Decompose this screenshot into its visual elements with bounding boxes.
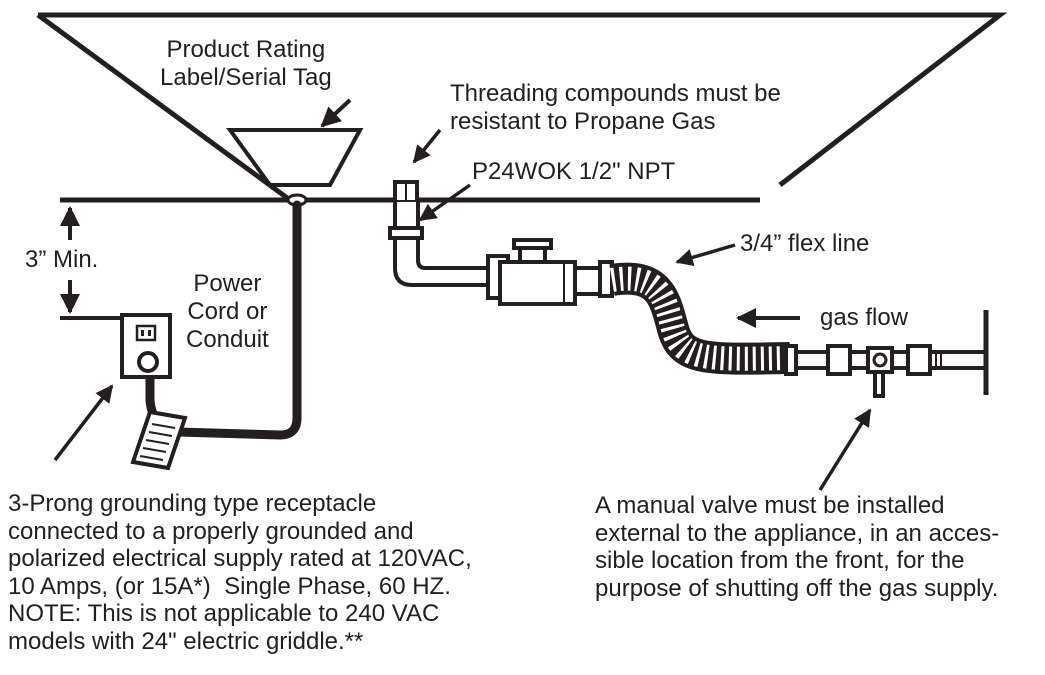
clearance-dimension (60, 206, 125, 320)
product-rating-tag (226, 128, 364, 187)
manual-valve-note: A manual valve must be installed externa… (595, 492, 1000, 602)
tag-pointer-arrow (320, 98, 352, 128)
receptacle-box (120, 313, 172, 379)
manual-valve-pointer-arrow (818, 408, 872, 491)
power-plug (130, 409, 188, 471)
product-rating-label: Product Rating Label/Serial Tag (160, 36, 332, 91)
fitting-label: P24WOK 1/2" NPT (472, 158, 676, 185)
gas-supply-line (784, 310, 989, 398)
flex-line-pointer-arrow (675, 243, 736, 266)
receptacle-note: 3-Prong grounding type receptacle connec… (8, 490, 472, 655)
threading-pointer-arrow (412, 128, 442, 164)
gas-valve-body (486, 238, 614, 306)
threading-compound-label: Threading compounds must be resistant to… (450, 80, 781, 135)
flex-line (609, 262, 791, 375)
clearance-label: 3” Min. (25, 246, 99, 273)
gas-inlet-pipe (388, 180, 492, 287)
fitting-pointer-arrow (418, 183, 472, 222)
receptacle-pointer-arrow (53, 384, 114, 462)
gas-flow-label: gas flow (820, 304, 909, 331)
power-cord-label: Power Cord or Conduit (186, 270, 269, 353)
flex-line-label: 3/4” flex line (740, 230, 870, 257)
